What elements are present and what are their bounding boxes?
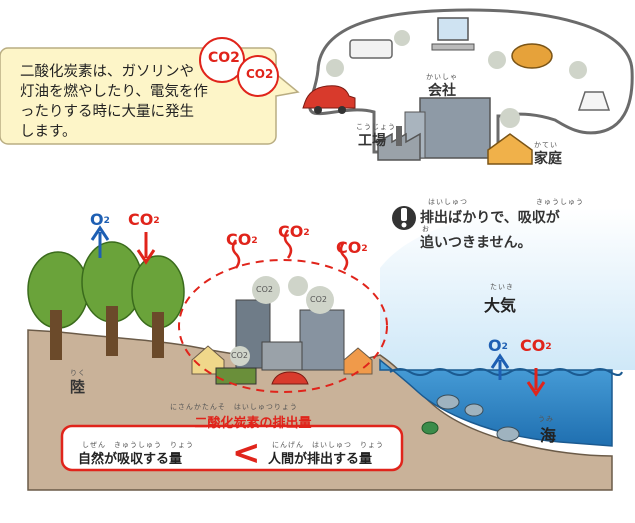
- emitted-amount-label: 人間が排出する量: [268, 452, 373, 467]
- forest-o2-label: O2: [90, 210, 110, 229]
- home-ruby: かてい: [534, 141, 558, 149]
- warning-ruby-1: はいしゅつ: [428, 198, 468, 206]
- sea-label: 海: [540, 426, 557, 445]
- city-co2-label-2: CO2: [278, 222, 310, 241]
- sky-ruby: たいき: [490, 283, 514, 291]
- emissions-comparison-box: [60, 424, 404, 472]
- land-ruby: りく: [70, 369, 86, 377]
- forest-trees: [27, 241, 185, 360]
- badge-co2-1: CO2: [208, 50, 240, 66]
- office-label: 会社: [428, 83, 456, 99]
- forest-co2-label: CO2: [128, 210, 160, 229]
- sea-creatures: [421, 394, 520, 442]
- emitted-ruby: にんげん はいしゅつ りょう: [272, 441, 384, 449]
- warning-ruby-3: お: [422, 225, 430, 233]
- co2-badge-icon: [199, 37, 279, 97]
- home-label: 家庭: [534, 151, 562, 167]
- smoke-co2-label-2: CO2: [310, 295, 327, 304]
- warning-line-1: 排出ばかりで、吸収が: [420, 210, 560, 226]
- city-buildings: [191, 276, 373, 385]
- smoke-co2-label-3: CO2: [231, 351, 248, 360]
- sky-area: [380, 208, 635, 370]
- factory-label: 工場: [358, 133, 386, 149]
- forest-o2-arrow: [90, 225, 110, 258]
- factory-ruby: こうじょう: [356, 123, 396, 131]
- city-co2-label-3: CO2: [336, 238, 368, 257]
- smoke-co2-label-1: CO2: [256, 285, 273, 294]
- city-emission-outline: [178, 259, 388, 393]
- sea-ruby: うみ: [538, 415, 554, 423]
- warning-icon: [392, 206, 416, 230]
- forest-co2-arrow: [136, 232, 156, 265]
- office-ruby: かいしゃ: [426, 73, 458, 81]
- sea-co2-arrow: [526, 368, 546, 397]
- warning-ruby-2: きゅうしゅう: [536, 198, 584, 206]
- city-co2-arrows: [231, 229, 349, 271]
- sky-label: 大気: [484, 296, 517, 315]
- emissions-title: 二酸化炭素の排出量: [194, 416, 312, 431]
- sea-area: [379, 358, 613, 447]
- warning-text: 排出ばかりで、吸収が 追いつきません。: [420, 206, 620, 256]
- warning-line-2: 追いつきません。: [420, 235, 532, 251]
- comparison-symbol: <: [232, 433, 261, 473]
- absorbed-amount-label: 自然が吸収する量: [78, 452, 183, 467]
- badge-co2-2: CO2: [246, 67, 274, 81]
- city-co2-label-1: CO2: [226, 230, 258, 249]
- sea-co2-label: CO2: [520, 336, 552, 355]
- absorbed-ruby: しぜん きゅうしゅう りょう: [82, 441, 194, 449]
- sea-o2-arrow: [490, 353, 510, 380]
- emissions-title-ruby: にさんかたんそ はいしゅつりょう: [170, 403, 298, 411]
- callout-text: 二酸化炭素は、ガソリンや灯油を燃やしたり、電気を作ったりする時に大量に発生します…: [20, 64, 208, 140]
- land-label: 陸: [70, 378, 86, 396]
- emission-sources-bubble: [302, 8, 634, 165]
- sea-o2-label: O2: [488, 336, 508, 355]
- sea-waves: [389, 368, 623, 376]
